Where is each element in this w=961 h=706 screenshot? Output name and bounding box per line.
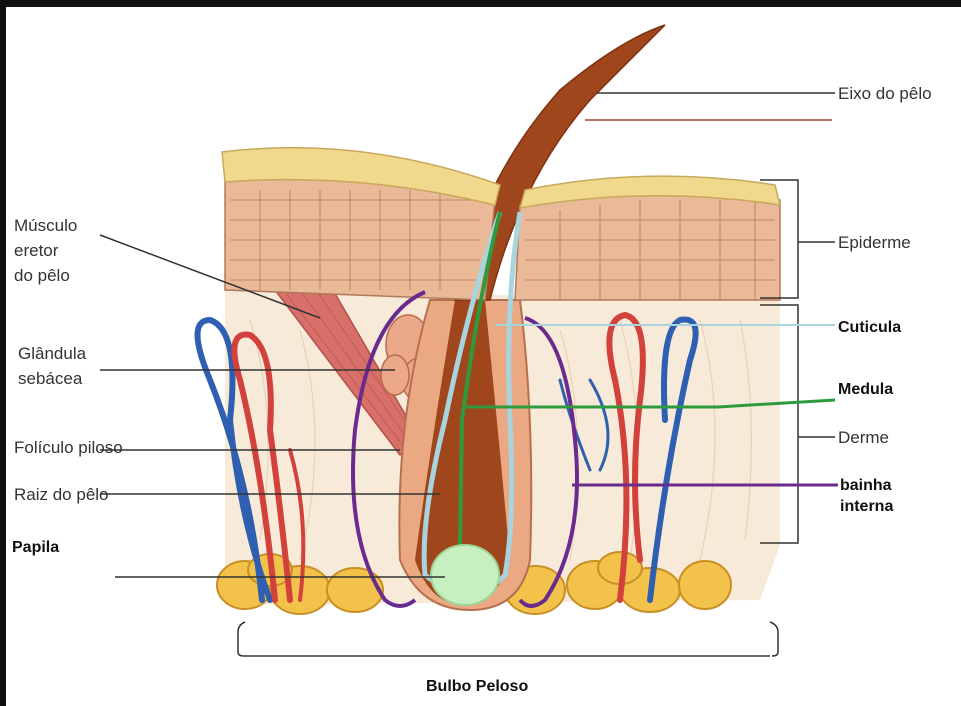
label-cuticula: Cuticula [838,318,901,337]
label-bainha-line2: interna [840,497,893,516]
label-papila: Papila [12,538,59,557]
label-derme: Derme [838,428,889,447]
papila-shape [431,545,499,605]
label-bulbo-peloso: Bulbo Peloso [426,677,528,696]
label-foliculo-piloso: Folículo piloso [14,438,123,457]
label-glandula-line1: Glândula [18,344,86,363]
label-bainha-line1: bainha [840,476,892,495]
label-eixo-do-pelo: Eixo do pêlo [838,84,932,103]
label-raiz-do-pelo: Raiz do pêlo [14,485,109,504]
label-musculo-line3: do pêlo [14,266,70,285]
epidermis-right [515,191,780,300]
label-musculo-line2: eretor [14,241,58,260]
label-epiderme: Epiderme [838,233,911,252]
label-glandula-line2: sebácea [18,369,82,388]
label-musculo-line1: Músculo [14,216,77,235]
label-medula: Medula [838,380,893,399]
